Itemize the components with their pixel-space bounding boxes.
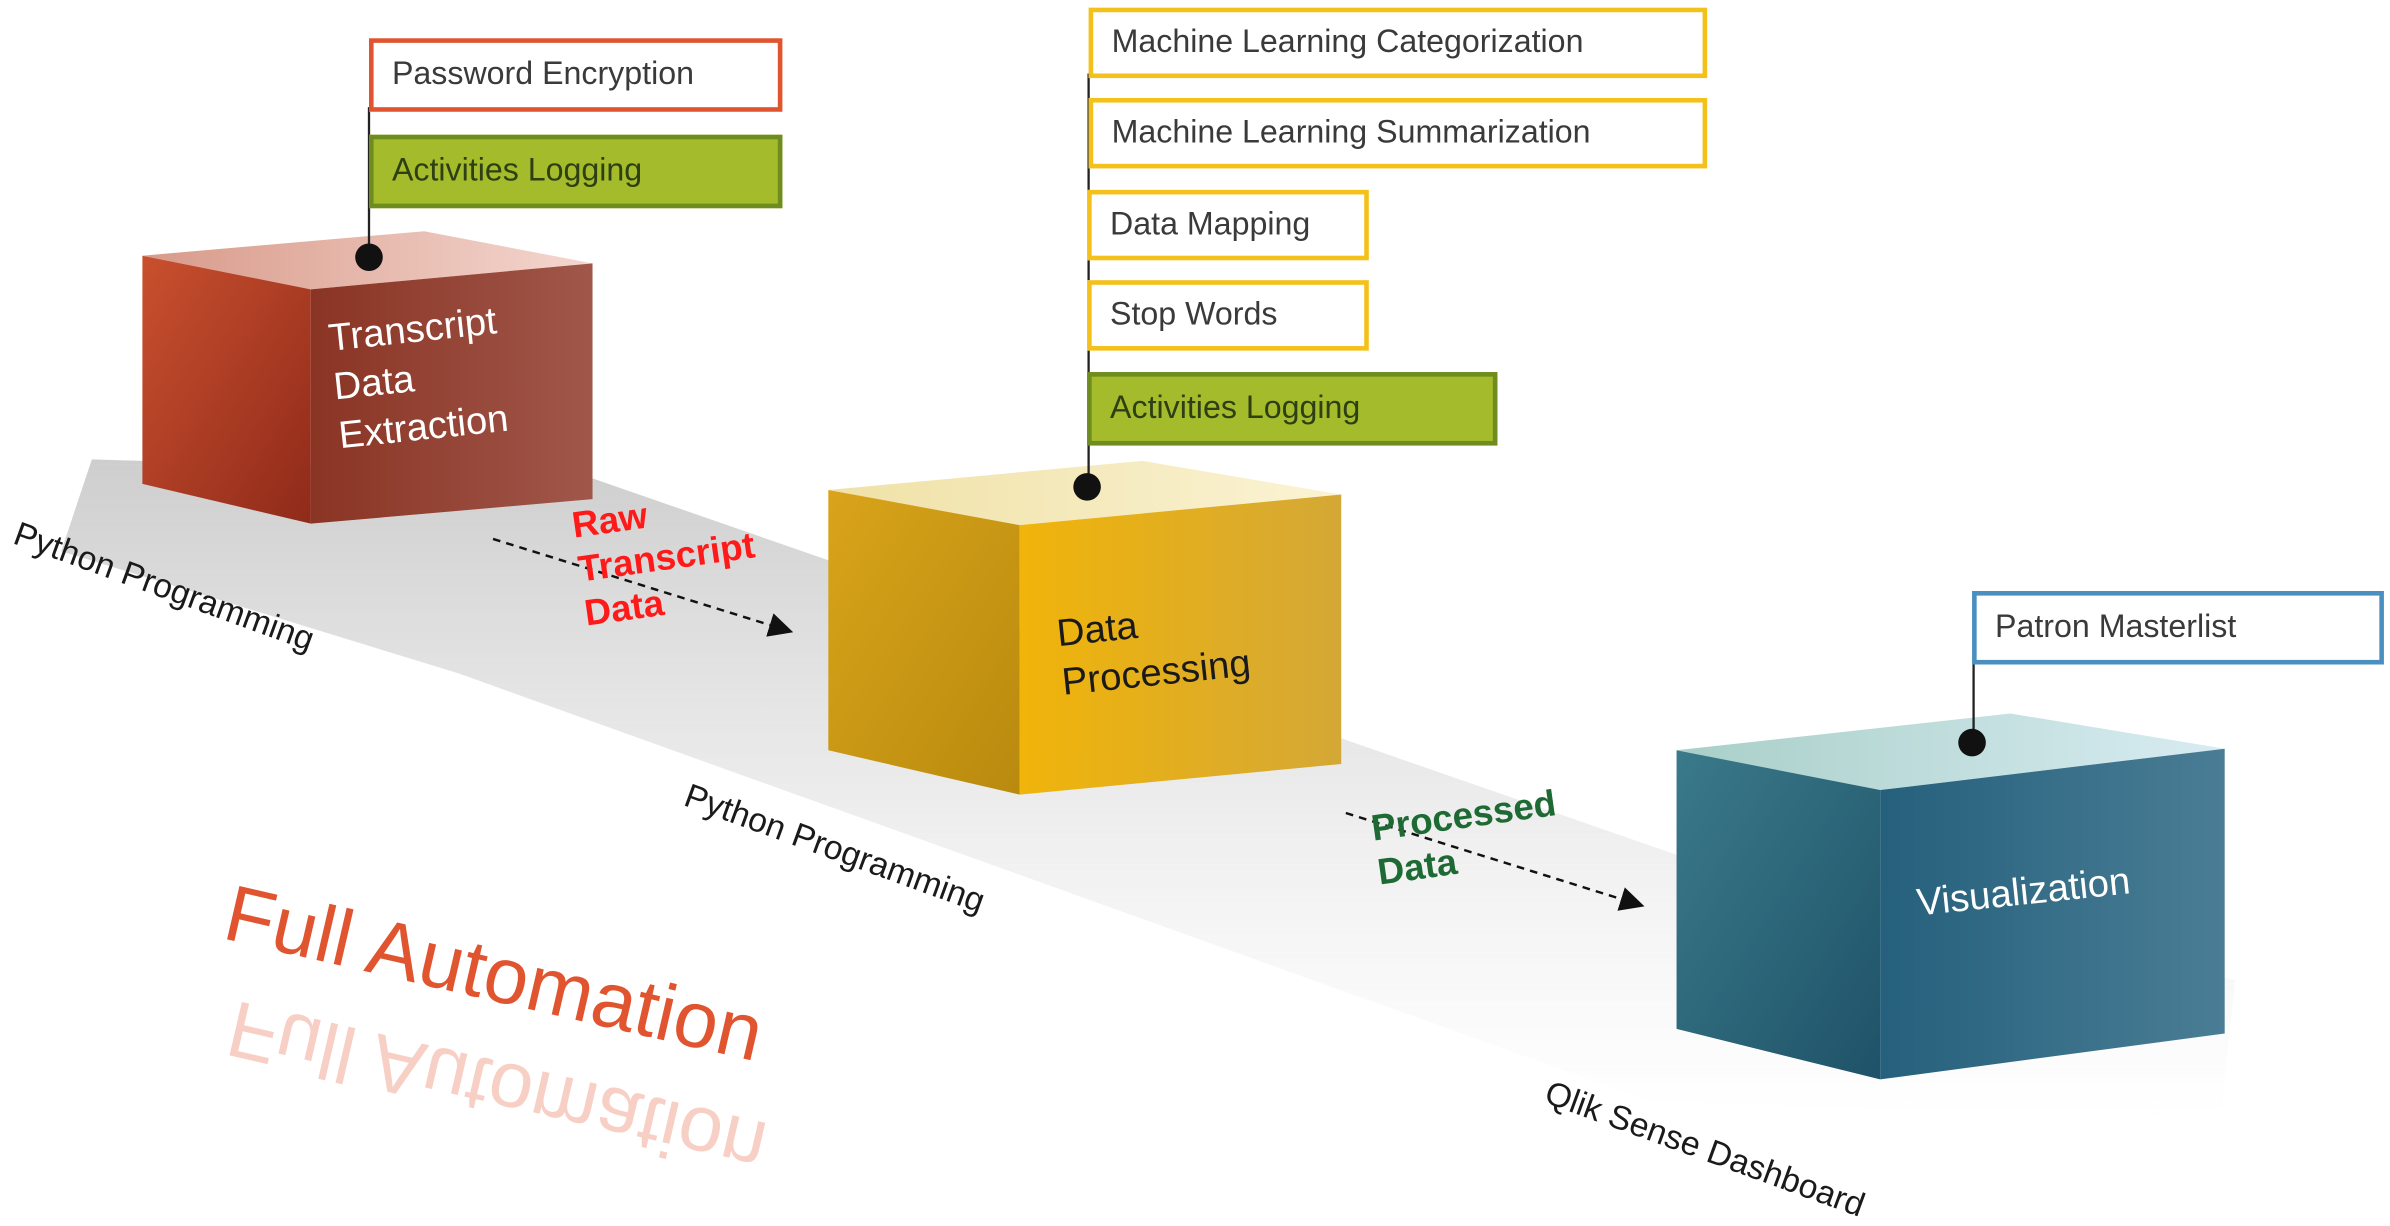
pipeline-diagram (61, 73, 2236, 1118)
tag-ml-categorization: Machine Learning Categorization (1088, 7, 1708, 79)
processed-data-arrow (1345, 811, 1645, 911)
tag-data-mapping: Data Mapping (1087, 189, 1369, 261)
tag-stop-words: Stop Words (1087, 280, 1369, 351)
tag-patron-masterlist: Patron Masterlist (1972, 591, 2384, 665)
tag-ml-summarization: Machine Learning Summarization (1088, 97, 1708, 169)
visualization-cube (1676, 713, 2225, 1080)
tag-activities-logging-extraction: Activities Logging (368, 134, 783, 209)
processing-pin (1073, 473, 1101, 501)
flow-label-raw: Raw Transcript Data (570, 481, 764, 637)
processing-cube-side (1019, 494, 1342, 795)
processing-cube-label: Data Processing (1054, 590, 1253, 707)
tag-password-encryption: Password Encryption (368, 38, 783, 112)
processing-cube-front (828, 489, 1020, 795)
diagram-stage: Password Encryption Activities Logging M… (9, 7, 2384, 1224)
visualization-cube-top (1676, 713, 2225, 791)
raw-data-arrow (492, 537, 794, 637)
visualization-pin (1958, 728, 1986, 757)
extraction-cube-label: Transcript Data Extraction (326, 296, 511, 460)
extraction-pin (355, 243, 383, 272)
extraction-cube-front (142, 255, 311, 524)
visualization-cube-front (1676, 750, 1881, 1080)
visualization-cube-side (1880, 748, 2225, 1080)
extraction-cube-side (310, 263, 593, 524)
tag-activities-logging-processing: Activities Logging (1087, 372, 1498, 446)
